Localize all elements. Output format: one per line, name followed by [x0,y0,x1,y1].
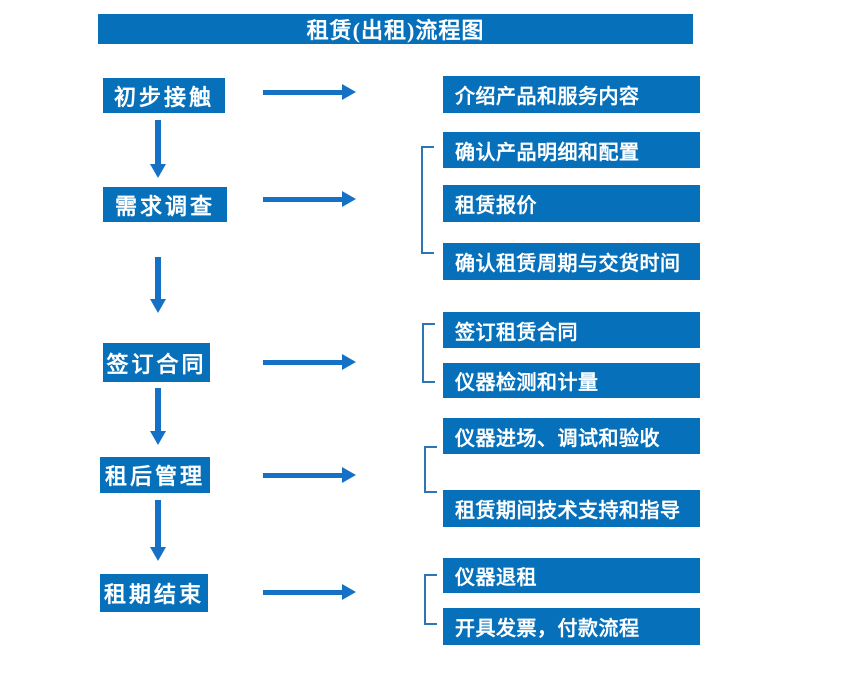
step-box-initial-contact: 初步接触 [103,78,225,113]
step-box-rental-end: 租期结束 [100,574,208,612]
step-box-sign-contract: 签订合同 [103,343,210,382]
arrow-shaft [155,120,161,164]
flowchart-title: 租赁(出租)流程图 [98,14,693,44]
arrow-shaft [263,472,342,478]
step-box-demand-survey: 需求调查 [103,187,227,222]
arrow-shaft [263,359,342,365]
arrow-head-icon [150,164,166,178]
arrow-head-icon [150,431,166,445]
detail-box-tech-support: 租赁期间技术支持和指导 [443,490,700,527]
arrow-right-3 [263,354,356,370]
detail-box-rental-quote: 租赁报价 [443,185,700,222]
arrow-down-3 [150,388,166,445]
detail-box-sign-rental-contract: 签订租赁合同 [443,312,700,348]
arrow-shaft [155,388,161,431]
arrow-shaft [263,89,342,95]
arrow-shaft [155,257,161,299]
arrow-shaft [263,196,342,202]
arrow-shaft [263,589,342,595]
detail-box-instrument-return: 仪器退租 [443,558,700,593]
arrow-head-icon [342,354,356,370]
arrow-head-icon [342,467,356,483]
group-bracket-rental-end [424,574,437,625]
detail-box-instrument-inspection: 仪器检测和计量 [443,363,700,398]
group-bracket-post-rental [424,446,437,493]
arrow-head-icon [150,547,166,561]
detail-box-instrument-entry-acceptance: 仪器进场、调试和验收 [443,418,700,454]
arrow-shaft [155,500,161,547]
detail-box-confirm-period-delivery: 确认租赁周期与交货时间 [443,243,700,280]
step-box-post-rental-management: 租后管理 [100,457,210,493]
arrow-right-1 [263,84,356,100]
group-bracket-demand-survey [421,146,434,254]
arrow-right-2 [263,191,356,207]
arrow-down-2 [150,257,166,313]
detail-box-confirm-product-config: 确认产品明细和配置 [443,132,700,168]
detail-box-invoice-payment: 开具发票，付款流程 [443,608,700,645]
detail-box-intro-products: 介绍产品和服务内容 [443,76,700,113]
group-bracket-sign-contract [422,323,435,383]
arrow-head-icon [342,191,356,207]
arrow-head-icon [150,299,166,313]
arrow-right-4 [263,467,356,483]
arrow-head-icon [342,84,356,100]
arrow-head-icon [342,584,356,600]
arrow-down-4 [150,500,166,561]
arrow-down-1 [150,120,166,178]
arrow-right-5 [263,584,356,600]
